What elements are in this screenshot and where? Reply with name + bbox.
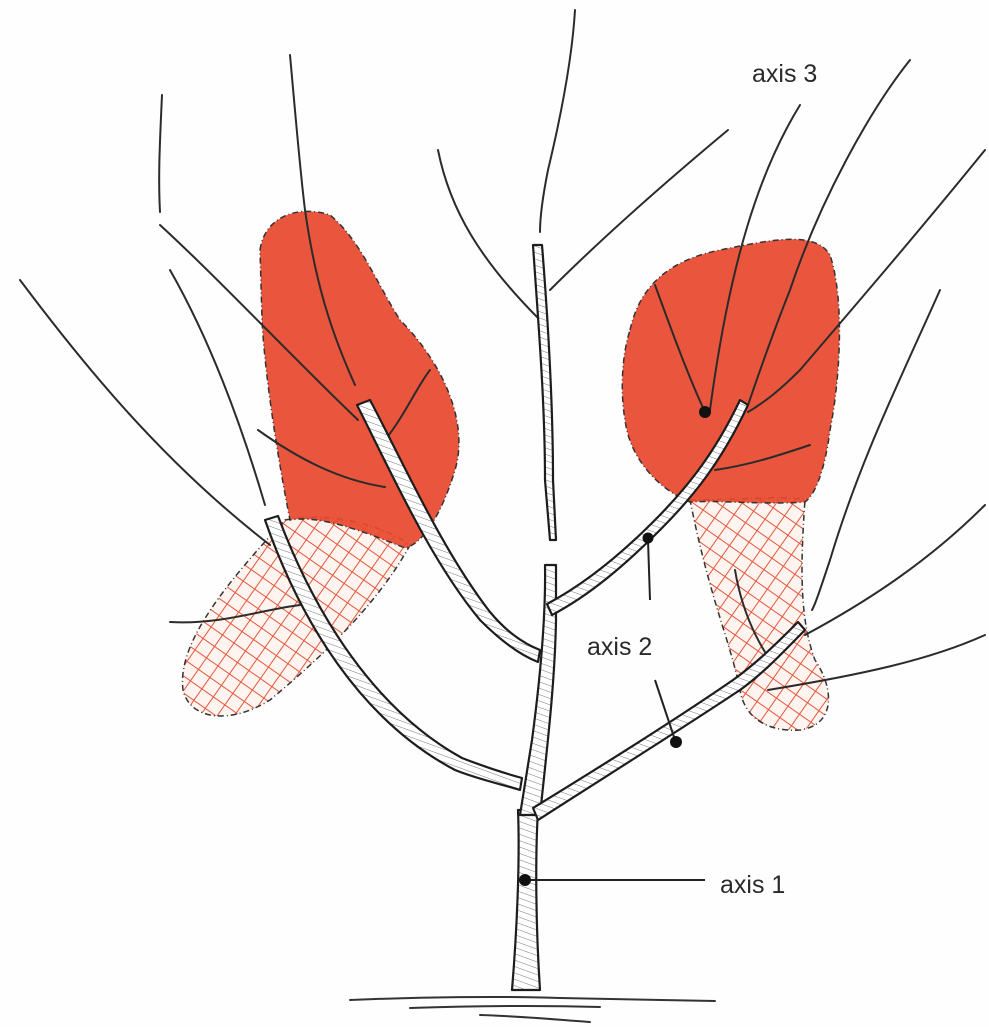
ground-line [350, 997, 715, 1022]
trunk [512, 810, 540, 990]
axis-2-label: axis 2 [587, 635, 652, 660]
axis-2-pointer-upper [648, 540, 650, 600]
axis-1-label: axis 1 [720, 873, 785, 898]
axis-3-label: axis 3 [752, 62, 817, 87]
axis-2-node-upper [643, 533, 654, 544]
thin-shoots [20, 10, 985, 690]
axis-2-node-lower [670, 736, 682, 748]
right-fruiting-zone [622, 239, 839, 503]
axis-1-node [519, 874, 531, 886]
left-fruiting-zone [260, 211, 459, 548]
axis-3-node [699, 406, 711, 418]
central-leader-upper [533, 245, 556, 540]
